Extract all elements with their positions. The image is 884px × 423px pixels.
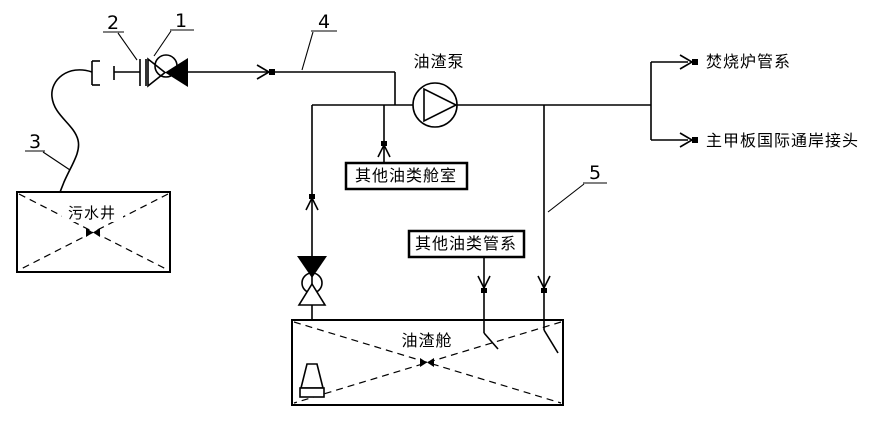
- other-oil-compartments-box: 其他油类舱室: [344, 161, 469, 191]
- other-oil-compartments-branch: [377, 105, 391, 163]
- other-oil-compartments-label: 其他油类舱室: [355, 166, 457, 185]
- shore-connection-label: 主甲板国际通岸接头: [706, 131, 859, 150]
- recirculation-pipe: [537, 105, 559, 354]
- tank-suction-valve: [297, 256, 327, 306]
- svg-text:1: 1: [175, 10, 187, 32]
- svg-text:3: 3: [29, 131, 41, 153]
- sewage-well-tank: 污水井: [16, 191, 171, 273]
- pump-suction-top-pipe: [188, 64, 396, 105]
- other-oil-piping-box: 其他油类管系: [407, 229, 526, 259]
- svg-text:4: 4: [318, 11, 330, 33]
- svg-text:2: 2: [107, 12, 119, 34]
- sewage-well-label: 污水井: [68, 204, 116, 222]
- other-oil-piping-label: 其他油类管系: [415, 234, 517, 253]
- discharge-junction: [650, 54, 698, 148]
- flexible-hose: [49, 69, 93, 203]
- callout-5: 5: [547, 162, 607, 213]
- hose-coupling: [91, 59, 147, 86]
- callout-4: 4: [301, 11, 337, 71]
- callout-3: 3: [25, 131, 71, 171]
- callout-2: 2: [103, 12, 138, 61]
- sludge-pump: [412, 82, 458, 128]
- suction-bell: [299, 363, 325, 398]
- other-oil-piping-drop: [477, 257, 499, 350]
- sludge-tank: 油渣舱: [291, 319, 564, 406]
- callout-1: 1: [153, 10, 194, 57]
- hose-stop-valve: [147, 54, 188, 88]
- incinerator-piping-label: 焚烧炉管系: [706, 52, 791, 71]
- svg-text:5: 5: [589, 162, 601, 184]
- sludge-pump-label: 油渣泵: [413, 52, 464, 71]
- sludge-tank-label: 油渣舱: [401, 331, 452, 350]
